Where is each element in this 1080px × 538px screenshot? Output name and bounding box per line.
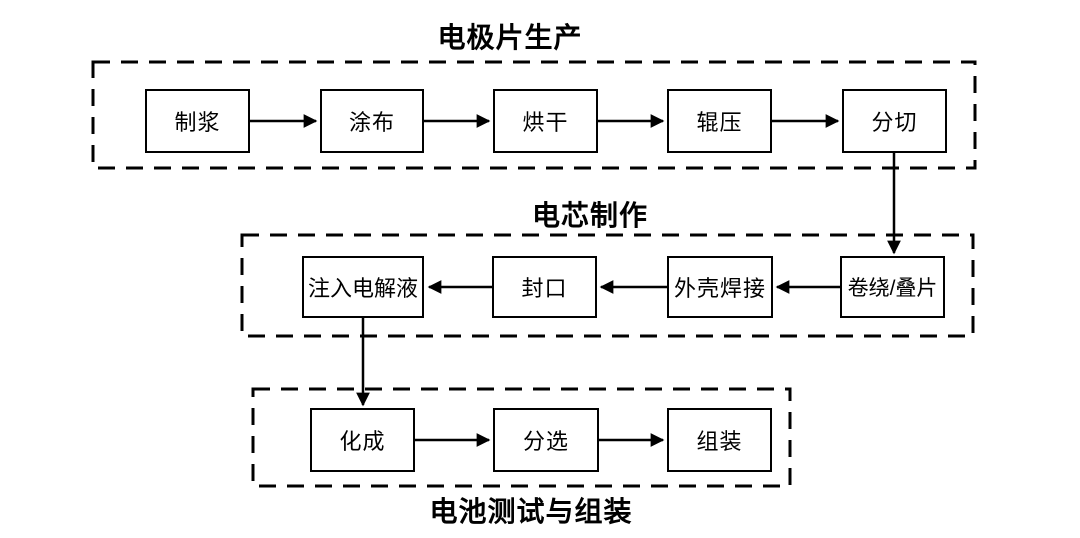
- cell-fabrication-boundary: [240, 233, 975, 338]
- node-case-welding: 外壳焊接: [667, 256, 773, 318]
- node-sealing: 封口: [492, 256, 597, 318]
- electrode-production-boundary: [91, 60, 977, 170]
- node-calendering: 辊压: [667, 89, 772, 153]
- node-assembly: 组装: [667, 408, 772, 472]
- testing-assembly-boundary: [251, 387, 792, 488]
- node-coating: 涂布: [320, 89, 424, 153]
- section-title-testing-assembly: 电池测试与组装: [429, 496, 633, 527]
- section-title-cell-fabrication: 电芯制作: [531, 200, 648, 231]
- node-slitting: 分切: [842, 89, 947, 153]
- node-drying: 烘干: [493, 89, 598, 153]
- node-winding-stacking: 卷绕/叠片: [840, 256, 945, 318]
- node-sorting: 分选: [493, 408, 599, 472]
- node-formation: 化成: [310, 408, 415, 472]
- node-slurry: 制浆: [145, 89, 250, 153]
- section-title-electrode-production: 电极片生产: [437, 22, 583, 53]
- node-electrolyte-injection: 注入电解液: [302, 256, 424, 318]
